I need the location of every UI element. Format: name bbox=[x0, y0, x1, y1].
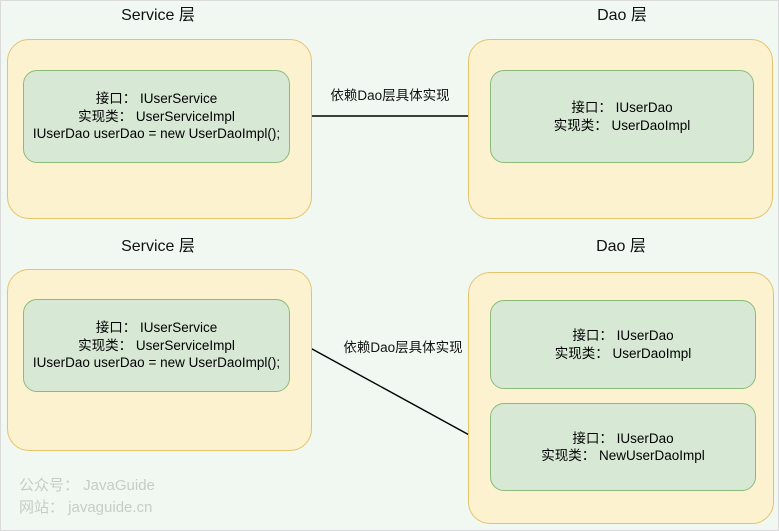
dao-impl-box-top: 接口： IUserDao 实现类： UserDaoImpl bbox=[490, 70, 754, 163]
service-impl-line: 实现类： UserServiceImpl bbox=[78, 337, 235, 353]
watermark: 公众号： JavaGuide 网站： javaguide.cn bbox=[19, 475, 155, 518]
service-impl-box-bottom: 接口： IUserService 实现类： UserServiceImpl IU… bbox=[23, 299, 290, 392]
watermark-website-line: 网站： javaguide.cn bbox=[19, 498, 153, 516]
dao-impl-line: 实现类： UserDaoImpl bbox=[554, 345, 692, 361]
watermark-wechat-line: 公众号： JavaGuide bbox=[19, 477, 155, 494]
dao-impl-box-bottom-1: 接口： IUserDao 实现类： UserDaoImpl bbox=[490, 300, 756, 389]
service-interface-line: 接口： IUserService bbox=[95, 320, 218, 336]
service-code-line: IUserDao userDao = new UserDaoImpl(); bbox=[32, 126, 281, 142]
service-impl-box-top: 接口： IUserService 实现类： UserServiceImpl IU… bbox=[23, 70, 290, 163]
dao-interface-line: 接口： IUserDao bbox=[572, 430, 674, 446]
service-layer-title-bottom: Service 层 bbox=[121, 238, 195, 255]
service-interface-line: 接口： IUserService bbox=[95, 91, 218, 107]
dao-interface-line: 接口： IUserDao bbox=[572, 328, 674, 343]
dao-impl-line: 实现类： NewUserDaoImpl bbox=[541, 448, 705, 463]
dao-impl-line: 实现类： UserDaoImpl bbox=[553, 117, 691, 133]
dao-layer-title-bottom: Dao 层 bbox=[596, 238, 646, 255]
service-impl-line: 实现类： UserServiceImpl bbox=[78, 108, 235, 124]
dao-impl-box-bottom-2: 接口： IUserDao 实现类： NewUserDaoImpl bbox=[490, 403, 756, 491]
dao-layer-title-top: Dao 层 bbox=[597, 7, 647, 24]
dao-interface-line: 接口： IUserDao bbox=[571, 100, 673, 115]
dependency-arrow-label-top: 依赖Dao层具体实现 bbox=[330, 88, 450, 103]
service-layer-title-top: Service 层 bbox=[121, 7, 195, 24]
dependency-arrow-label-bottom: 依赖Dao层具体实现 bbox=[343, 340, 463, 355]
service-code-line: IUserDao userDao = new UserDaoImpl(); bbox=[32, 355, 281, 371]
